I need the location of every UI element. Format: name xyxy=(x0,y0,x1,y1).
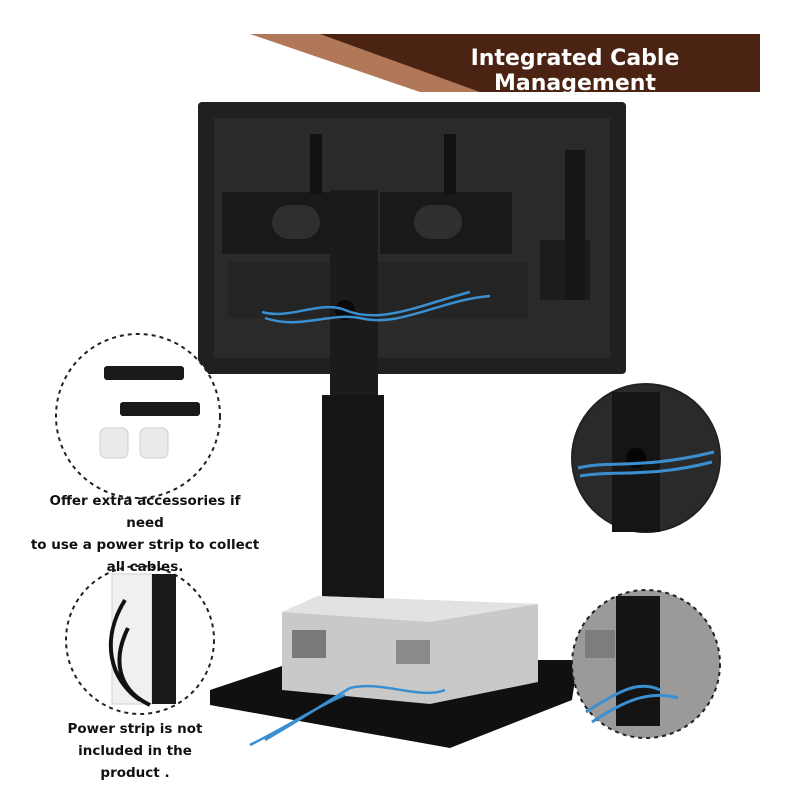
accessories-caption-line1: Offer extra accessories if need xyxy=(49,493,241,531)
banner-background xyxy=(320,34,760,92)
accessories-caption-line3: all cables. xyxy=(106,559,184,575)
callout-accessories xyxy=(55,333,221,499)
callout-column-hole xyxy=(571,383,721,533)
power-strip-caption-line2: included in the product . xyxy=(78,743,192,781)
callout-base-cables xyxy=(571,589,721,739)
cables xyxy=(249,290,491,747)
av-receiver xyxy=(282,596,538,704)
accessories-caption-line2: to use a power strip to collect xyxy=(30,537,260,553)
callout-power-strip xyxy=(65,565,215,715)
power-strip-caption: Power strip is not included in the produ… xyxy=(50,718,220,784)
banner-title: Integrated Cable Management xyxy=(470,46,680,96)
accessories-caption: Offer extra accessories if need to use a… xyxy=(30,490,260,578)
banner-stripe xyxy=(250,34,500,92)
power-strip-caption-line1: Power strip is not xyxy=(67,721,203,737)
tv-back xyxy=(198,102,626,374)
title-banner xyxy=(250,34,760,92)
